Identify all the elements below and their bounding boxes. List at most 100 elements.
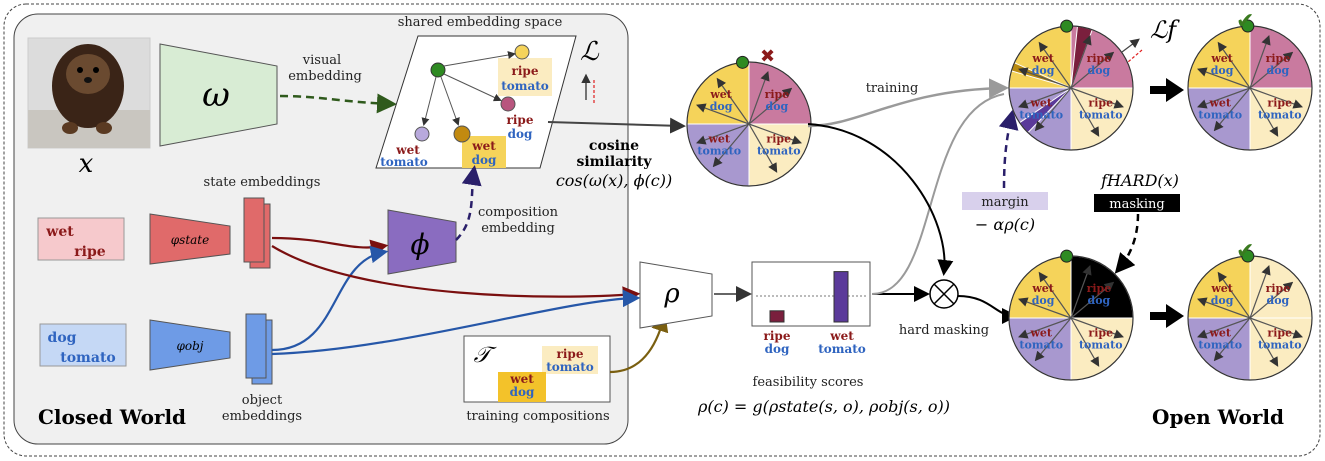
object-label-2: embeddings [222, 409, 302, 424]
node-label-ripe-2: ripe [507, 113, 534, 127]
wheel-label-state: wet [1031, 282, 1054, 295]
feasibility-bar2-top: wet [829, 329, 854, 343]
wheel-label-state: wet [1208, 97, 1231, 110]
composition-symbol: ϕ [410, 228, 429, 261]
wheel-label-object: tomato [1198, 109, 1242, 122]
wheel-spoke [1070, 265, 1092, 319]
wheel-image-point [1241, 249, 1255, 263]
visual-embedding-edge [279, 93, 397, 114]
feasibility-label: feasibility scores [753, 375, 864, 390]
node-ripe-dog [500, 96, 516, 112]
object-label-1: object [242, 393, 283, 408]
wheel-spoke [1249, 281, 1294, 319]
visual-label-1: visual [302, 53, 341, 68]
node-label-dog-2: dog [472, 153, 497, 167]
margin-label: margin [981, 195, 1029, 210]
wheel-spoke [1197, 87, 1251, 109]
wheel-image-point [1241, 19, 1255, 33]
check-mark-top: ✔ [1236, 9, 1254, 34]
object-encoder-symbol: φobj [176, 339, 203, 353]
wheel-spoke [696, 123, 750, 145]
wheel-label-object: dog [1267, 64, 1290, 77]
state-input-bottom: ripe [74, 244, 105, 260]
object-input-bottom: tomato [60, 350, 116, 366]
outer-frame [3, 3, 1321, 457]
wheel-spoke [1070, 281, 1115, 319]
node-label-wet: wet [395, 143, 420, 157]
wheel-spoke [1070, 317, 1100, 367]
wheel-spoke [1217, 271, 1251, 319]
node-label-ripe: ripe [512, 64, 539, 78]
wheel-spoke [1038, 271, 1072, 319]
node-box-ripe-tomato [498, 58, 552, 96]
wheel-spoke [748, 123, 802, 145]
wheel-label-state: ripe [1267, 327, 1292, 340]
state-to-rho-edge [271, 245, 641, 304]
object-to-rho-edge [271, 289, 641, 356]
training-item-a-box [542, 346, 598, 374]
wheel-spoke [1038, 41, 1072, 89]
wheel-label-state: wet [709, 88, 732, 101]
wheel-label-object: tomato [1198, 339, 1242, 352]
masking-to-wheel-edge [957, 295, 1018, 324]
object-to-phi-edge [271, 245, 389, 352]
wheel-spoke [716, 77, 750, 125]
training-item-b-bottom: dog [510, 385, 535, 399]
training-item-a-top: ripe [557, 347, 584, 361]
input-image [27, 37, 151, 149]
margin-box [962, 192, 1048, 210]
wheel-spoke [1249, 87, 1303, 109]
cosine-line1: cosine [589, 138, 639, 154]
wheel-spoke [1034, 87, 1072, 132]
cosine-edge [547, 117, 686, 134]
wheel-label-object: tomato [1079, 339, 1123, 352]
times-symbol [933, 283, 955, 305]
wheel-spoke [1197, 67, 1251, 89]
rho-module [639, 261, 713, 329]
training-label: training [866, 81, 919, 96]
composition-label-2: embedding [481, 221, 555, 236]
wheel-image-point [736, 55, 750, 69]
training-compositions-label: training compositions [466, 409, 609, 424]
wheel-label-object: tomato [1258, 339, 1302, 352]
wheel-spoke [1249, 35, 1271, 89]
cosine-line2: similarity [576, 154, 652, 170]
embedding-links [421, 51, 516, 126]
feasibility-bar [833, 271, 849, 323]
feasibility-bars [769, 271, 849, 323]
wheel-spoke [712, 123, 750, 168]
wheel-label-object: dog [1267, 294, 1290, 307]
wheel-label-object: dog [1088, 294, 1111, 307]
wheel-image-point [1060, 249, 1074, 263]
wheel-label-state: wet [707, 133, 730, 146]
wheel-label-state: wet [1031, 52, 1054, 65]
masking-label: masking [1109, 197, 1164, 212]
rho-symbol: ρ [663, 279, 680, 309]
scores-to-training-edge [871, 93, 1005, 295]
feasibility-bar1-top: ripe [764, 329, 791, 343]
feasibility-bar [769, 310, 785, 323]
wheel-label-object: tomato [1258, 109, 1302, 122]
wheel-label-state: ripe [1266, 282, 1291, 295]
wheel-label-object: dog [1211, 294, 1234, 307]
wheel-spoke [1197, 297, 1251, 319]
wheel-spoke [1070, 51, 1115, 89]
visual-label-2: embedding [288, 69, 362, 84]
hard-masking-label: hard masking [899, 323, 989, 338]
wheel-label-state: ripe [1087, 52, 1112, 65]
state-emb-front [243, 197, 265, 263]
wheel-spoke [1018, 297, 1072, 319]
loss-f: ℒf [1150, 16, 1180, 44]
wheel-spoke [748, 71, 770, 125]
node-wet-dog [453, 125, 471, 143]
wheel-spoke [748, 123, 778, 173]
fhard-label: fHARD(x) [1100, 171, 1179, 190]
wheel-spoke [1018, 67, 1072, 89]
wheel-label-object: dog [1088, 64, 1111, 77]
wheel-label-state: wet [1210, 52, 1233, 65]
wheel-label-state: wet [1029, 97, 1052, 110]
